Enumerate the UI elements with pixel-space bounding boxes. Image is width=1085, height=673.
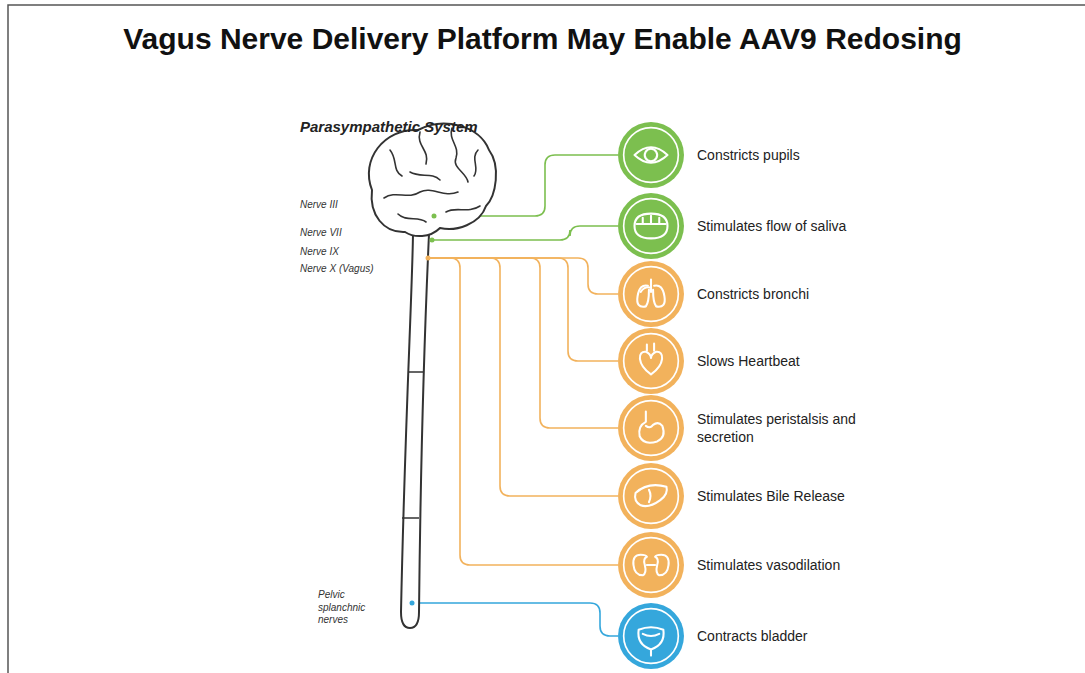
nerve-line	[428, 258, 618, 361]
organ-effect: Stimulates Bile Release	[618, 463, 897, 529]
effect-text: Constricts bronchi	[697, 285, 887, 303]
icon-stroke	[635, 485, 667, 506]
brain-fold	[474, 150, 478, 176]
nerve-dot	[430, 238, 435, 243]
icon-stroke	[645, 149, 657, 161]
nerve-dot	[410, 601, 415, 606]
icon-stroke	[635, 147, 668, 162]
brain-fold	[451, 128, 468, 182]
brain-fold	[419, 132, 426, 164]
organ-effect: Stimulates peristalsis and secretion	[618, 395, 897, 461]
icon-stroke	[647, 343, 654, 350]
icon-stroke	[639, 412, 663, 443]
icon-ring	[624, 199, 679, 254]
icon-ring	[624, 538, 679, 593]
icon-circle	[618, 463, 684, 529]
organ-effect: Slows Heartbeat	[618, 328, 897, 394]
cord-segment	[402, 372, 423, 518]
icon-stroke	[650, 649, 652, 655]
icon-circle	[618, 603, 684, 669]
organ-effect: Stimulates vasodilation	[618, 532, 897, 598]
brain-fold	[446, 206, 480, 212]
spinal-cord	[401, 234, 429, 628]
effect-text: Stimulates flow of saliva	[697, 217, 887, 235]
brain-fold	[398, 214, 426, 222]
title: Vagus Nerve Delivery Platform May Enable…	[0, 22, 1085, 56]
organ-icon	[618, 395, 684, 461]
organ-icon	[618, 261, 684, 327]
brain	[369, 124, 496, 236]
organ-icon	[618, 463, 684, 529]
icon-ring	[624, 267, 679, 322]
icon-stroke	[643, 216, 660, 224]
organ-icon	[618, 328, 684, 394]
brain-fold	[390, 150, 402, 176]
effect-text: Slows Heartbeat	[697, 352, 887, 370]
organ-effect: Contracts bladder	[618, 603, 897, 669]
icon-ring	[624, 128, 679, 183]
brain-folds	[384, 128, 480, 222]
frame-line	[8, 5, 1085, 673]
nerve-line	[428, 258, 618, 496]
icon-circle	[618, 193, 684, 259]
effect-text: Stimulates Bile Release	[697, 487, 887, 505]
icon-stroke	[640, 352, 662, 375]
icon-circle	[618, 328, 684, 394]
icon-stroke	[637, 285, 649, 306]
nerve-line	[428, 258, 618, 565]
brain-fold	[410, 172, 440, 180]
icon-ring	[624, 401, 679, 456]
icon-stroke	[647, 564, 655, 566]
icon-stroke	[649, 490, 651, 502]
effect-text: Stimulates vasodilation	[697, 556, 887, 574]
organ-icon	[618, 603, 684, 669]
nerve-label: Nerve IX	[300, 246, 370, 259]
icon-ring	[624, 334, 679, 389]
effect-text: Constricts pupils	[697, 146, 887, 164]
organ-effect: Constricts bronchi	[618, 261, 897, 327]
nerve-label: Nerve X (Vagus)	[300, 263, 390, 276]
icon-stroke	[653, 285, 665, 306]
nerve-line	[428, 258, 618, 294]
nerve-label: Nerve VII	[300, 227, 370, 240]
nerve-label: Nerve III	[300, 199, 370, 212]
nerve-dot	[432, 214, 437, 219]
icon-ring	[624, 609, 679, 664]
organ-effect: Stimulates flow of saliva	[618, 193, 897, 259]
icon-stroke	[655, 555, 669, 576]
organ-icon	[618, 193, 684, 259]
effect-text: Contracts bladder	[697, 627, 887, 645]
icon-circle	[618, 532, 684, 598]
nerve-line	[412, 603, 618, 636]
system-heading: Parasympathetic System	[300, 118, 520, 137]
organ-effect: Constricts pupils	[618, 122, 897, 188]
nerve-dot	[426, 256, 431, 261]
organ-icon	[618, 532, 684, 598]
nerve-line	[428, 258, 618, 428]
icon-circle	[618, 122, 684, 188]
effect-text: Stimulates peristalsis and secretion	[697, 410, 887, 446]
brain-fold	[384, 190, 458, 198]
organ-icon	[618, 122, 684, 188]
icon-circle	[618, 261, 684, 327]
nerve-label: Pelvic splanchnic nerves	[318, 589, 376, 627]
icon-stroke	[638, 627, 663, 649]
icon-stroke	[635, 214, 668, 239]
icon-circle	[618, 395, 684, 461]
icon-stroke	[633, 555, 647, 576]
icon-stroke	[643, 634, 660, 636]
icon-ring	[624, 469, 679, 524]
